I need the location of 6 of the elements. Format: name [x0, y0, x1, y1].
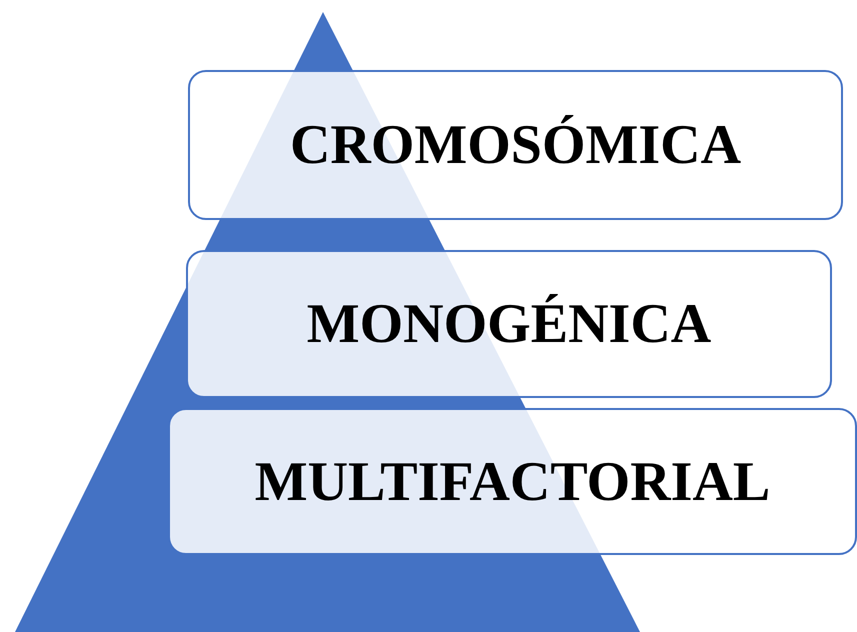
tier-box [186, 250, 832, 398]
tier-label: MONOGÉNICA [306, 292, 712, 356]
tier-label: CROMOSÓMICA [290, 113, 742, 177]
tier-box [168, 408, 857, 555]
tier-box [188, 70, 843, 220]
tier-label: MULTIFACTORIAL [254, 450, 770, 514]
